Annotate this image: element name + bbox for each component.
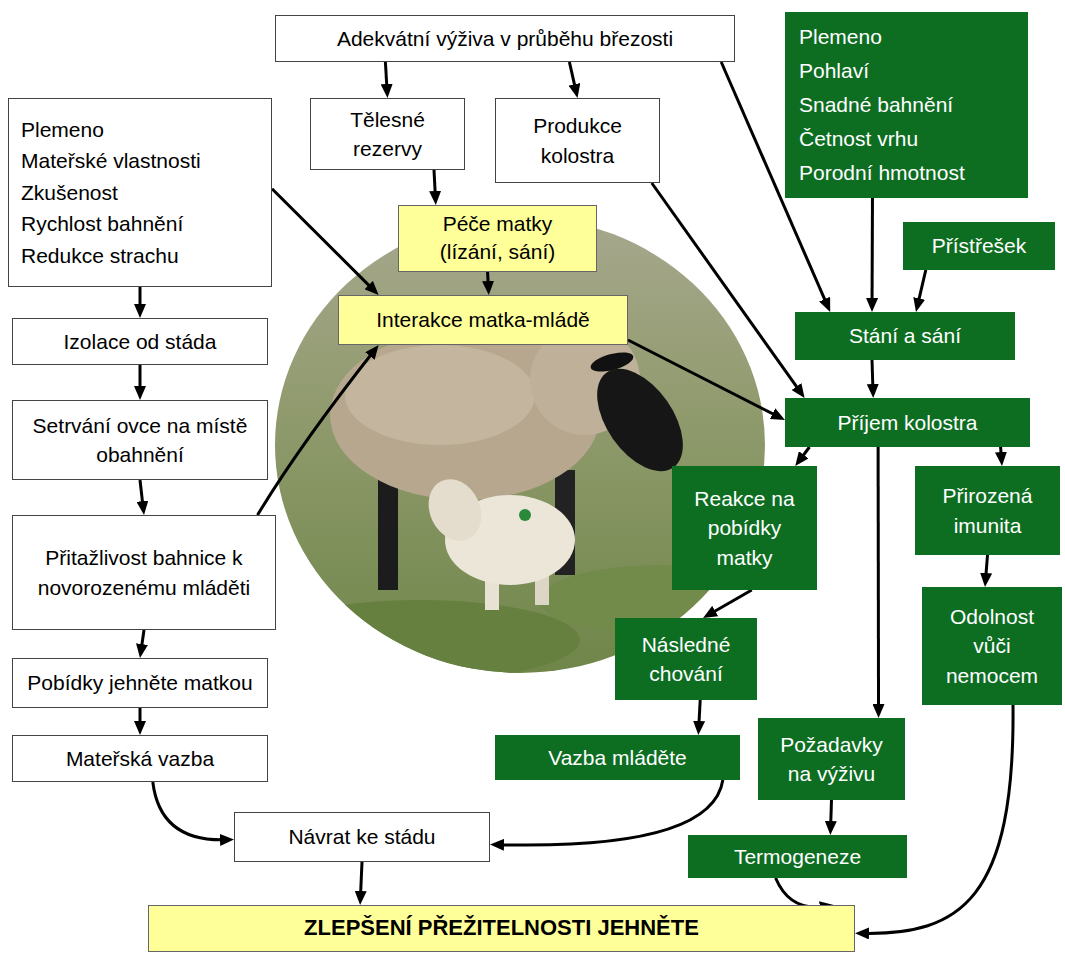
node-text: Termogeneze: [698, 843, 897, 870]
yellow-box: Péče matky (lízání, sání): [398, 205, 597, 272]
photo-content: [260, 210, 780, 680]
node-text: Plemeno: [799, 20, 1014, 54]
node-text: Následné chování: [623, 630, 749, 689]
white-box: Produkce kolostra: [495, 98, 660, 183]
node-text: Přitažlivost bahnice k novorozenému mlád…: [35, 543, 253, 602]
node-text: Rychlost bahnění: [21, 208, 259, 240]
sheep-leg: [378, 470, 398, 590]
node-text: Interakce matka-mládě: [349, 306, 617, 333]
green-box: Odolnost vůči nemocem: [922, 587, 1062, 705]
arrow-connector: [877, 447, 880, 710]
arrow-connector: [141, 630, 144, 650]
node-text: Plemeno: [21, 114, 259, 146]
white-box: Pobídky jehněte matkou: [12, 658, 268, 708]
arrow-connector: [385, 62, 387, 90]
node-text: Péče matky (lízání, sání): [409, 210, 586, 267]
node-text: Pohlaví: [799, 54, 1014, 88]
node-text: Porodní hmotnost: [799, 156, 1014, 190]
arrow-connector: [153, 782, 226, 840]
green-box: Vazba mláděte: [495, 735, 740, 780]
node-text: Přístřešek: [911, 232, 1047, 259]
arrow-connector: [569, 62, 575, 90]
arrow-connector: [272, 189, 373, 290]
node-text: ZLEPŠENÍ PŘEŽITELNOSTI JEHNĚTE: [159, 914, 844, 943]
green-box: Přístřešek: [903, 222, 1055, 270]
arrow-connector: [139, 708, 142, 727]
arrow-connector: [829, 800, 833, 827]
arrow-connector: [258, 351, 374, 515]
node-text: Produkce kolostra: [508, 111, 647, 170]
node-text: Četnost vrhu: [799, 122, 1014, 156]
arrow-connector: [800, 447, 809, 460]
arrow-connector: [139, 365, 142, 392]
white-box: Adekvátní výživa v průběhu březosti: [275, 15, 735, 62]
white-box: Přitažlivost bahnice k novorozenému mlád…: [12, 515, 276, 630]
white-box: Návrat ke stádu: [234, 812, 490, 862]
arrow-connector: [486, 272, 490, 287]
green-box: Následné chování: [615, 618, 757, 700]
arrow-connector: [699, 700, 700, 727]
node-text: Odolnost vůči nemocem: [930, 602, 1054, 690]
green-box: Přirozená imunita: [915, 466, 1060, 555]
white-box: Tělesné rezervy: [310, 98, 465, 170]
lamb-mark: [519, 509, 531, 521]
arrow-connector: [140, 480, 143, 507]
yellow-box: Interakce matka-mládě: [338, 295, 628, 345]
arrow-connector: [139, 287, 142, 310]
sheep-wool: [345, 345, 535, 445]
node-text: Návrat ke stádu: [245, 823, 479, 850]
arrow-connector: [986, 555, 988, 579]
green-box: PlemenoPohlavíSnadné bahněníČetnost vrhu…: [785, 12, 1028, 198]
node-text: Snadné bahnění: [799, 88, 1014, 122]
arrow-connector: [776, 878, 826, 907]
arrow-connector: [918, 270, 926, 304]
node-text: Tělesné rezervy: [323, 105, 452, 164]
node-text: Reakce na pobídky matky: [680, 484, 809, 572]
node-text: Redukce strachu: [21, 240, 259, 272]
lamb-head: [419, 470, 491, 549]
node-text: Stání a sání: [805, 322, 1005, 349]
green-box: Termogeneze: [688, 835, 907, 878]
result-box: ZLEPŠENÍ PŘEŽITELNOSTI JEHNĚTE: [148, 905, 855, 952]
green-box: Příjem kolostra: [785, 398, 1030, 447]
arrow-connector: [710, 590, 752, 614]
grass-patch: [260, 600, 580, 680]
white-box: Mateřská vazba: [12, 735, 268, 782]
node-text: Přirozená imunita: [923, 481, 1052, 540]
node-text: Izolace od stáda: [23, 328, 257, 355]
white-box: PlemenoMateřské vlastnostiZkušenostRychl…: [8, 98, 272, 287]
arrow-connector: [434, 170, 435, 197]
node-text: Pobídky jehněte matkou: [23, 669, 257, 696]
green-box: Požadavky na výživu: [758, 718, 905, 800]
green-box: Reakce na pobídky matky: [672, 466, 817, 590]
arrow-connector: [871, 360, 875, 390]
arrow-connector: [628, 340, 778, 416]
arrow-connector: [652, 183, 800, 391]
white-box: Setrvání ovce na místě obahnění: [12, 400, 268, 480]
node-text: Setrvání ovce na místě obahnění: [29, 411, 251, 470]
node-text: Adekvátní výživa v průběhu březosti: [286, 25, 724, 52]
node-text: Mateřská vazba: [23, 745, 257, 772]
arrow-connector: [999, 447, 1003, 458]
white-box: Izolace od stáda: [12, 318, 268, 365]
green-box: Stání a sání: [795, 312, 1015, 360]
sheep-ear: [589, 349, 636, 376]
arrow-connector: [360, 862, 362, 897]
node-text: Příjem kolostra: [795, 409, 1020, 436]
arrow-connector: [871, 198, 874, 304]
node-text: Vazba mláděte: [505, 744, 730, 771]
node-text: Zkušenost: [21, 177, 259, 209]
node-text: Mateřské vlastnosti: [21, 145, 259, 177]
node-text: Požadavky na výživu: [766, 730, 897, 789]
